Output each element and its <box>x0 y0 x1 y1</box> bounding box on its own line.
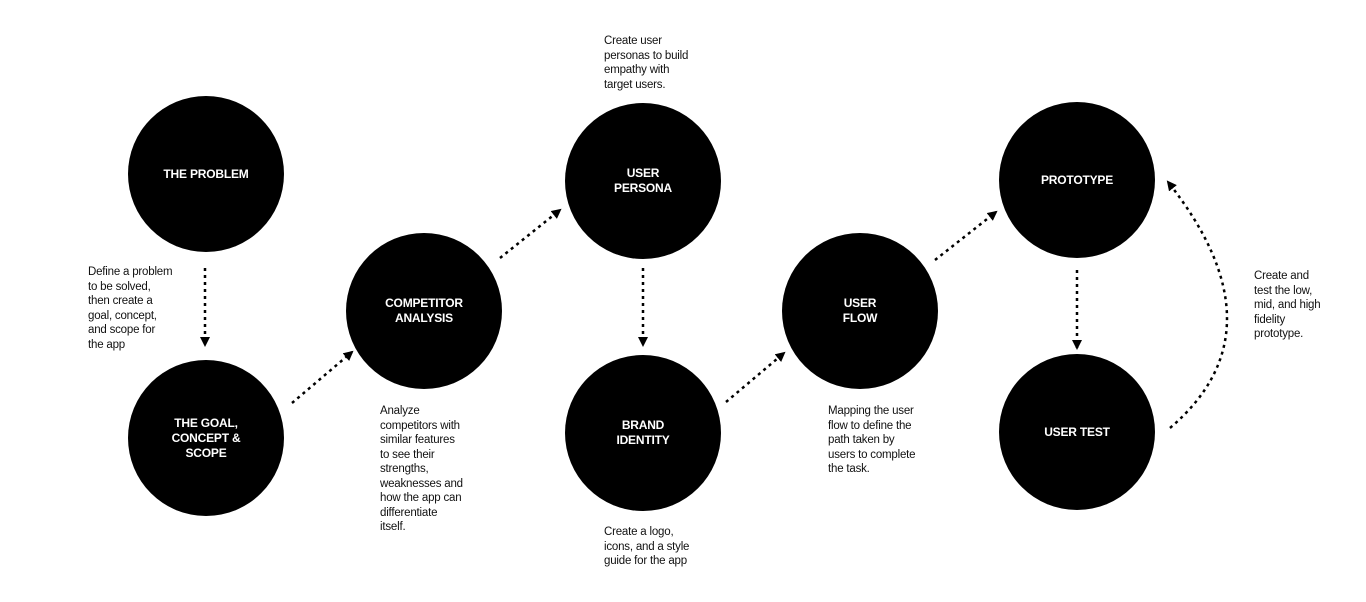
note-persona: Create user personas to build empathy wi… <box>604 35 689 91</box>
step-goal-concept-scope: THE GOAL, CONCEPT & SCOPE <box>128 360 284 516</box>
step-user-persona: USER PERSONA <box>565 103 721 259</box>
step-label: BRAND IDENTITY <box>616 418 670 447</box>
arrow-goal-to-competitor <box>291 350 354 404</box>
note-competitor: Analyze competitors with similar feature… <box>380 405 463 533</box>
step-prototype: PROTOTYPE <box>999 102 1155 258</box>
note-brand: Create a logo, icons, and a style guide … <box>604 526 690 567</box>
arrow-usertest-to-prototype <box>1166 180 1229 429</box>
note-problem: Define a problem to be solved, then crea… <box>88 266 173 351</box>
step-label: THE PROBLEM <box>163 166 249 181</box>
step-label: USER TEST <box>1044 424 1110 439</box>
note-prototype: Create and test the low, mid, and high f… <box>1254 270 1321 340</box>
step-label: USER PERSONA <box>614 166 672 195</box>
arrow-brand-to-flow <box>725 351 786 403</box>
step-label: PROTOTYPE <box>1041 173 1113 187</box>
step-competitor-analysis: COMPETITOR ANALYSIS <box>346 233 502 389</box>
step-label: COMPETITOR ANALYSIS <box>385 296 463 325</box>
step-label: USER FLOW <box>842 296 878 325</box>
step-label: THE GOAL, CONCEPT & SCOPE <box>171 415 241 460</box>
step-the-problem: THE PROBLEM <box>128 96 284 252</box>
arrow-competitor-to-persona <box>499 208 562 259</box>
step-user-flow: USER FLOW <box>782 233 938 389</box>
step-brand-identity: BRAND IDENTITY <box>565 355 721 511</box>
arrow-flow-to-prototype <box>934 210 998 261</box>
step-user-test: USER TEST <box>999 354 1155 510</box>
note-flow: Mapping the user flow to define the path… <box>828 405 916 475</box>
